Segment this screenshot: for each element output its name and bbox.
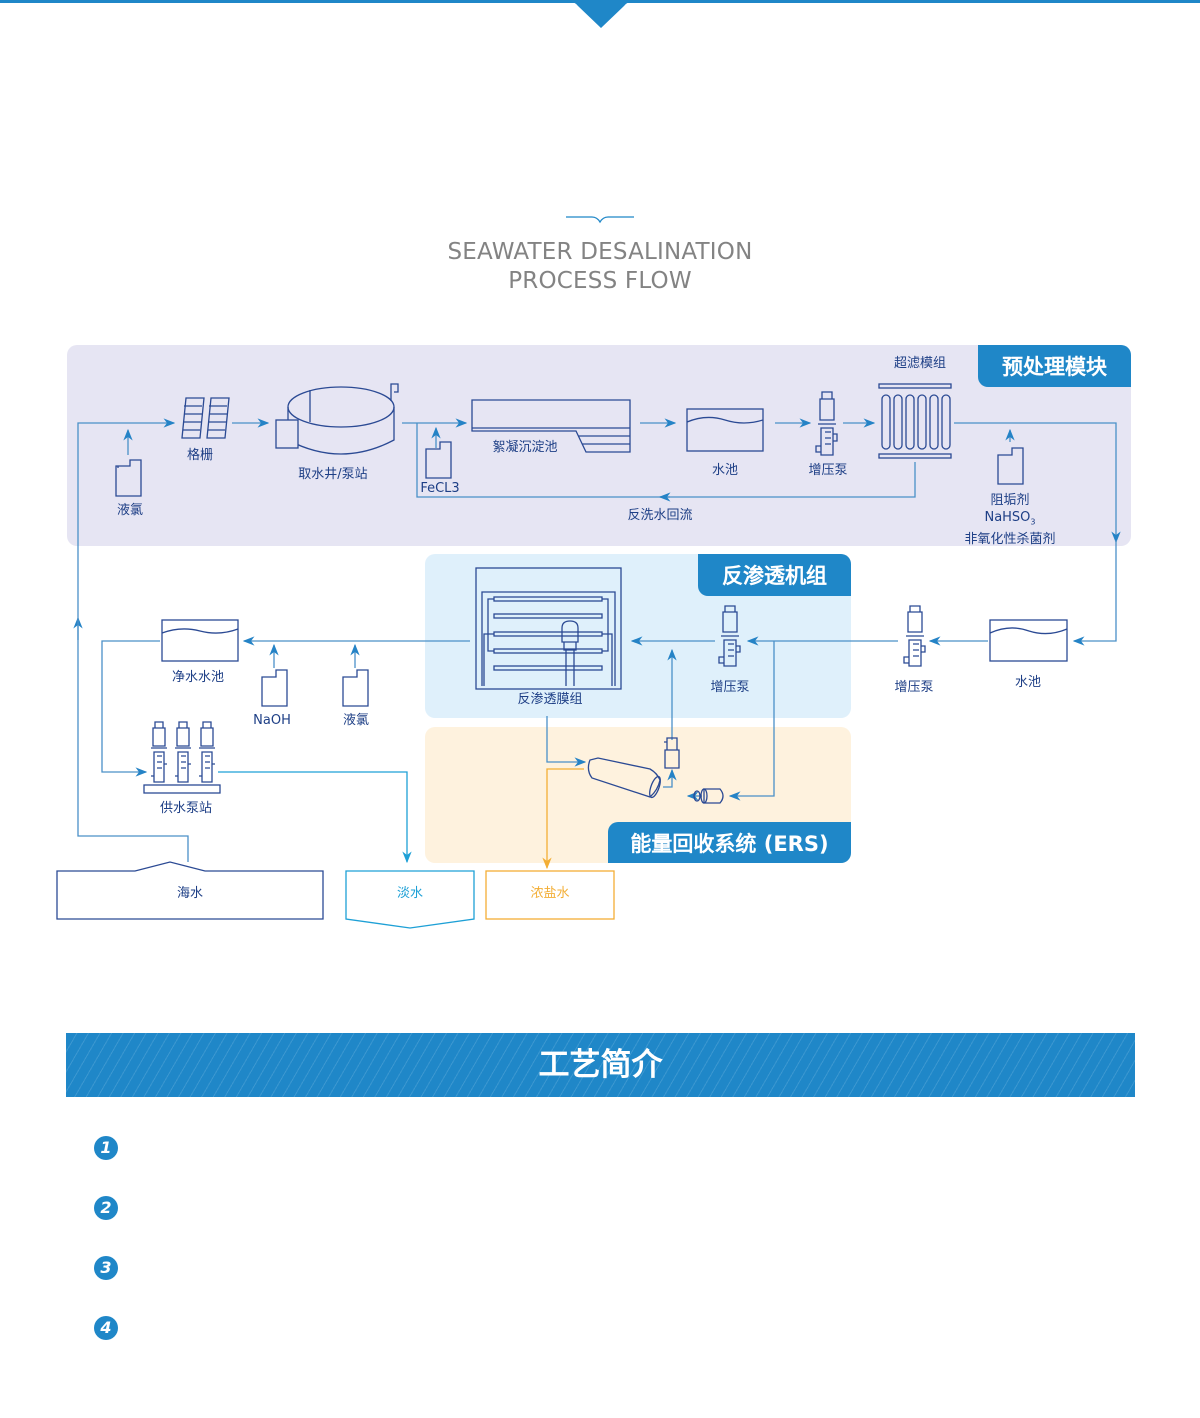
title-decoration-icon — [566, 216, 634, 224]
label-seawater: 海水 — [176, 886, 203, 901]
label-clean-tank: 净水水池 — [171, 670, 224, 685]
flow-ro-brine-to-ers — [546, 716, 587, 767]
supply-pump-station-icon — [143, 721, 221, 794]
label-ro-membrane: 反渗透膜组 — [517, 692, 583, 707]
label-fecl3: FeCL3 — [420, 481, 460, 496]
naoh-tank-icon — [261, 669, 288, 707]
step-number-1: 1 — [94, 1136, 118, 1160]
flow-clean-to-pumps — [101, 640, 160, 777]
label-tank-2: 水池 — [1014, 675, 1041, 690]
label-supply-pump: 供水泵站 — [159, 801, 212, 816]
chlorine-tank-icon — [115, 459, 142, 497]
fecl3-tank-icon — [425, 441, 452, 479]
label-uf-module: 超滤模组 — [893, 356, 946, 371]
flow-pumps-to-freshwater — [218, 771, 412, 864]
water-tank-2-icon — [989, 619, 1068, 662]
page-title: SEAWATER DESALINATION PROCESS FLOW — [0, 238, 1200, 296]
ro-unit-tag: 反渗透机组 — [698, 554, 851, 596]
label-chem-2-sub: 3 — [1030, 517, 1036, 527]
ro-membrane-icon — [475, 567, 622, 690]
step-number-2: 2 — [94, 1196, 118, 1220]
label-chem-2-text: NaHSO — [984, 510, 1031, 525]
flow-seawater-riser — [73, 616, 189, 862]
brine-box — [485, 870, 615, 920]
ers-booster-icon — [664, 737, 680, 769]
label-freshwater: 淡水 — [396, 886, 423, 901]
label-brine: 浓盐水 — [530, 886, 570, 901]
label-naoh: NaOH — [253, 713, 291, 728]
step-number-3: 3 — [94, 1256, 118, 1280]
label-sedimentation: 絮凝沉淀池 — [492, 440, 558, 455]
label-chem-1: 阻垢剂 — [990, 493, 1030, 508]
label-chem-3: 非氧化性杀菌剂 — [964, 531, 1056, 547]
pretreatment-panel — [67, 345, 1131, 546]
water-tank-icon — [686, 408, 764, 452]
chemical-tank-icon — [997, 447, 1024, 485]
label-chlorine-2: 液氯 — [342, 713, 369, 728]
label-chem-2: NaHSO3 — [952, 509, 1068, 531]
label-screen: 格栅 — [186, 448, 213, 463]
sedimentation-tank-icon — [471, 399, 631, 453]
uf-module-icon — [878, 383, 952, 459]
screen-icon — [181, 397, 230, 439]
pretreatment-module-tag: 预处理模块 — [978, 345, 1131, 387]
ers-tag: 能量回收系统 (ERS) — [608, 822, 851, 863]
clean-water-tank-icon — [161, 619, 239, 662]
process-flow-diagram — [56, 383, 1121, 929]
section-banner: 工艺简介 — [66, 1033, 1135, 1097]
flow-bypass-to-ers — [728, 641, 775, 801]
top-notch-icon — [566, 0, 636, 28]
step-number-4: 4 — [94, 1316, 118, 1340]
flow-down-to-tank2 — [1072, 540, 1117, 646]
flow-brine-out — [542, 768, 584, 870]
label-booster-1: 增压泵 — [808, 463, 848, 478]
chlorine-tank-2-icon — [342, 669, 369, 707]
label-intake: 取水井/泵站 — [298, 467, 368, 482]
title-line-2: PROCESS FLOW — [508, 268, 692, 294]
title-line-1: SEAWATER DESALINATION — [447, 239, 753, 265]
flow-uf-to-tank2 — [954, 422, 1121, 544]
ers-turbine-icon — [693, 788, 724, 804]
pressure-exchanger-icon — [587, 757, 661, 799]
label-tank-1: 水池 — [711, 463, 738, 478]
flow-backwash — [416, 423, 916, 498]
flow-ers-inner — [663, 768, 677, 788]
seawater-box — [56, 861, 324, 920]
label-booster-2: 增压泵 — [894, 680, 934, 695]
label-chlorine-1: 液氯 — [116, 503, 143, 518]
freshwater-box — [345, 870, 475, 929]
booster-pump-2-icon — [903, 605, 926, 667]
intake-well-icon — [275, 383, 399, 455]
flow-intake-to-screen — [77, 418, 176, 640]
booster-pump-icon — [815, 391, 838, 456]
label-booster-3: 增压泵 — [710, 680, 750, 695]
high-pressure-pump-icon — [718, 605, 741, 667]
label-chemicals: 阻垢剂 NaHSO3 非氧化性杀菌剂 — [952, 492, 1068, 548]
label-backwash: 反洗水回流 — [627, 508, 693, 523]
